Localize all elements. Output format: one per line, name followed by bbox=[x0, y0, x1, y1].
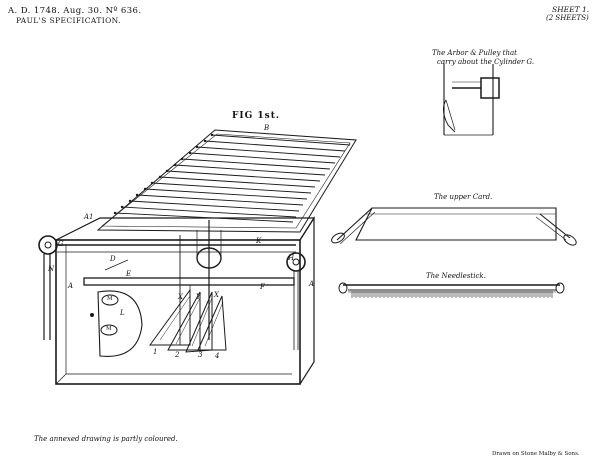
carriage-bar bbox=[83, 277, 295, 286]
figure-title: FIG 1st. bbox=[232, 111, 281, 121]
label-X2: X bbox=[214, 291, 219, 299]
label-M-upper: M bbox=[107, 296, 113, 302]
label-A1: A1 bbox=[84, 213, 94, 221]
label-G: G bbox=[58, 240, 64, 248]
label-E: E bbox=[126, 270, 132, 278]
label-3: 3 bbox=[198, 351, 203, 359]
machine-box-side bbox=[299, 215, 315, 385]
sheet-count: (2 SHEETS) bbox=[546, 14, 589, 22]
machine-figure bbox=[38, 129, 357, 385]
upper-card-detail bbox=[331, 207, 577, 246]
header-title: A. D. 1748. Aug. 30. Nº 636. bbox=[8, 6, 142, 16]
label-X1: X bbox=[178, 293, 183, 301]
label-N: N bbox=[48, 265, 55, 273]
card-slats bbox=[114, 134, 351, 223]
label-D: D bbox=[110, 255, 116, 263]
label-2: 2 bbox=[175, 351, 180, 359]
label-4: 4 bbox=[215, 352, 220, 360]
needlestick-needles bbox=[351, 291, 553, 298]
needle-plates bbox=[149, 288, 227, 353]
label-F: F bbox=[260, 283, 265, 291]
sheet-number: SHEET 1. bbox=[552, 5, 590, 14]
arbor-caption: The Arbor & Pulley that bbox=[432, 49, 517, 57]
arbor-pulley-detail bbox=[443, 60, 500, 136]
cylinder-L bbox=[90, 290, 143, 357]
label-B: B bbox=[264, 124, 270, 132]
label-1: 1 bbox=[153, 348, 158, 356]
label-A-right: A bbox=[309, 280, 315, 288]
label-H: H bbox=[288, 254, 295, 262]
header-subtitle: PAUL'S SPECIFICATION. bbox=[16, 16, 121, 25]
arbor-caption-2: carry about the Cylinder G. bbox=[437, 58, 535, 66]
printer-credit: Drawn on Stone Malby & Sons. bbox=[492, 451, 580, 457]
label-Y: Y bbox=[196, 293, 201, 301]
machine-box-front bbox=[55, 239, 301, 385]
footer-note: The annexed drawing is partly coloured. bbox=[34, 435, 178, 443]
label-A-left: A bbox=[68, 282, 74, 290]
right-pulley bbox=[286, 252, 306, 272]
card-frame bbox=[96, 129, 357, 233]
label-M-lower: M bbox=[106, 326, 112, 332]
label-L: L bbox=[120, 309, 125, 317]
cylinder-G bbox=[38, 235, 296, 255]
upper-card-caption: The upper Card. bbox=[434, 193, 493, 201]
needlestick-caption: The Needlestick. bbox=[426, 272, 486, 280]
label-K: K bbox=[256, 237, 262, 245]
